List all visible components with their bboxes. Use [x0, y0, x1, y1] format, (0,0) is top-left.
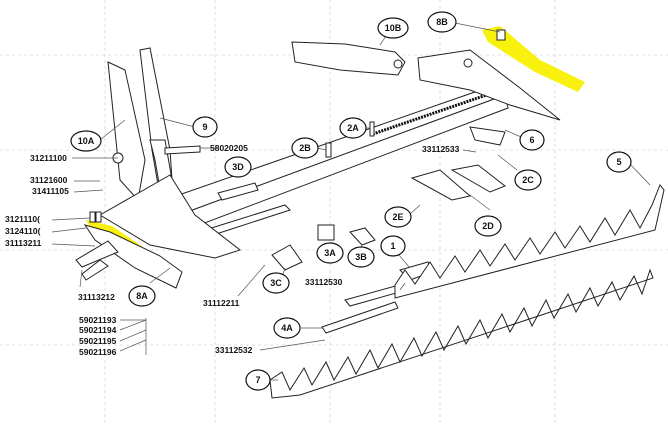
callout-1[interactable]: 1: [380, 235, 406, 257]
part-number-3121110: 3121110(: [5, 214, 40, 224]
cutter-bar: [149, 84, 509, 239]
svg-text:8B: 8B: [436, 17, 448, 27]
part-number-3124110: 3124110(: [5, 226, 41, 236]
callout-9[interactable]: 9: [192, 116, 218, 138]
svg-text:2E: 2E: [392, 212, 403, 222]
svg-text:4A: 4A: [281, 323, 293, 333]
part-number-33112530: 33112530: [305, 277, 343, 287]
part-number-31411105: 31411105: [32, 186, 69, 196]
bolt-2a: [369, 121, 375, 137]
svg-text:3B: 3B: [355, 252, 367, 262]
part-number-31113212: 31113212: [78, 292, 115, 302]
callout-6[interactable]: 6: [519, 129, 545, 151]
callout-10b[interactable]: 10B: [377, 17, 409, 39]
svg-text:9: 9: [202, 122, 207, 132]
svg-text:3C: 3C: [270, 278, 282, 288]
part-number-31211100: 31211100: [30, 153, 67, 163]
callout-3d[interactable]: 3D: [224, 156, 252, 178]
part-number-33112532: 33112532: [215, 345, 253, 355]
bolt-2b: [325, 142, 332, 158]
part-number-31113211: 31113211: [5, 238, 42, 248]
callout-2e[interactable]: 2E: [384, 206, 412, 228]
part-number-59021195: 59021195: [79, 336, 117, 346]
callout-4a[interactable]: 4A: [273, 317, 301, 339]
callout-10a[interactable]: 10A: [70, 130, 102, 152]
divider-10b: [291, 41, 406, 76]
guard-2d: [450, 164, 506, 193]
callout-5[interactable]: 5: [606, 151, 632, 173]
shoe-8b: [417, 29, 561, 121]
clip-3c: [271, 244, 303, 271]
callout-8a[interactable]: 8A: [128, 285, 156, 307]
part-number-33112533: 33112533: [422, 144, 460, 154]
svg-text:3D: 3D: [232, 162, 244, 172]
callout-3b[interactable]: 3B: [347, 246, 375, 268]
callout-3c[interactable]: 3C: [262, 272, 290, 294]
svg-text:5: 5: [616, 157, 621, 167]
guard-2c: [469, 126, 506, 146]
svg-text:2C: 2C: [522, 175, 534, 185]
inner-shoe-frame: [75, 47, 242, 289]
part-number-59021196: 59021196: [79, 347, 117, 357]
knife-sections-5: [394, 184, 665, 299]
part-number-59021193: 59021193: [79, 315, 117, 325]
bar-3d: [217, 182, 259, 201]
highlight-shoe-8b[interactable]: [482, 26, 585, 92]
svg-text:7: 7: [255, 375, 260, 385]
svg-text:2A: 2A: [347, 123, 359, 133]
svg-text:3A: 3A: [324, 248, 336, 258]
callout-2d[interactable]: 2D: [474, 215, 502, 237]
svg-text:1: 1: [390, 241, 395, 251]
svg-text:10A: 10A: [78, 136, 95, 146]
knife-sections-7: [269, 268, 654, 399]
callout-2b[interactable]: 2B: [291, 137, 319, 159]
guard-2e: [410, 169, 472, 201]
svg-text:2B: 2B: [299, 143, 311, 153]
clip-3b: [349, 227, 376, 246]
part-number-58020205: 58020205: [210, 143, 248, 153]
part-number-31112211: 31112211: [203, 298, 240, 308]
svg-text:10B: 10B: [385, 23, 402, 33]
callout-2c[interactable]: 2C: [514, 169, 542, 191]
callout-7[interactable]: 7: [245, 369, 271, 391]
callout-8b[interactable]: 8B: [427, 11, 457, 33]
callout-3a[interactable]: 3A: [316, 242, 344, 264]
callout-2a[interactable]: 2A: [339, 117, 367, 139]
svg-text:6: 6: [529, 135, 534, 145]
part-number-31121600: 31121600: [30, 175, 68, 185]
svg-text:2D: 2D: [482, 221, 494, 231]
knife-back-4a: [321, 301, 399, 334]
svg-text:8A: 8A: [136, 291, 148, 301]
clip-3a: [317, 224, 335, 241]
part-number-59021194: 59021194: [79, 325, 117, 335]
